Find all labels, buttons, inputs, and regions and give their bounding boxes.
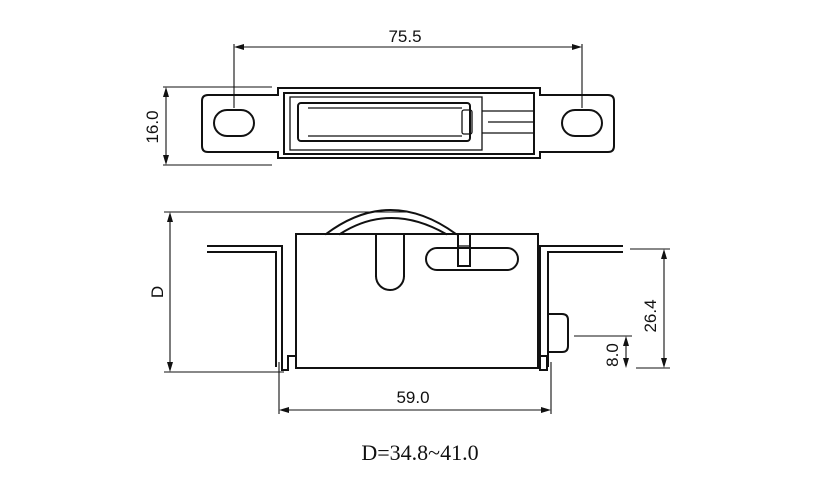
adjustment-pin — [457, 233, 471, 267]
wheel-arc — [324, 209, 458, 236]
left-mounting-slot — [213, 109, 255, 137]
side-view: D 26.4 8.0 59.0 — [148, 209, 670, 414]
dimension-top-width: 75.5 — [388, 27, 421, 46]
depth-range-note: D=34.8~41.0 — [361, 440, 478, 465]
adjustment-slot — [425, 247, 519, 271]
dimension-depth: D — [148, 286, 167, 298]
roller-wheel — [297, 102, 471, 142]
dimension-side-height: 26.4 — [641, 299, 660, 332]
dimension-side-offset: 8.0 — [603, 343, 622, 367]
top-view: 75.5 16.0 — [143, 27, 615, 166]
dimension-top-height: 16.0 — [143, 110, 162, 143]
dimension-base-width: 59.0 — [396, 388, 429, 407]
right-mounting-slot — [561, 109, 603, 137]
